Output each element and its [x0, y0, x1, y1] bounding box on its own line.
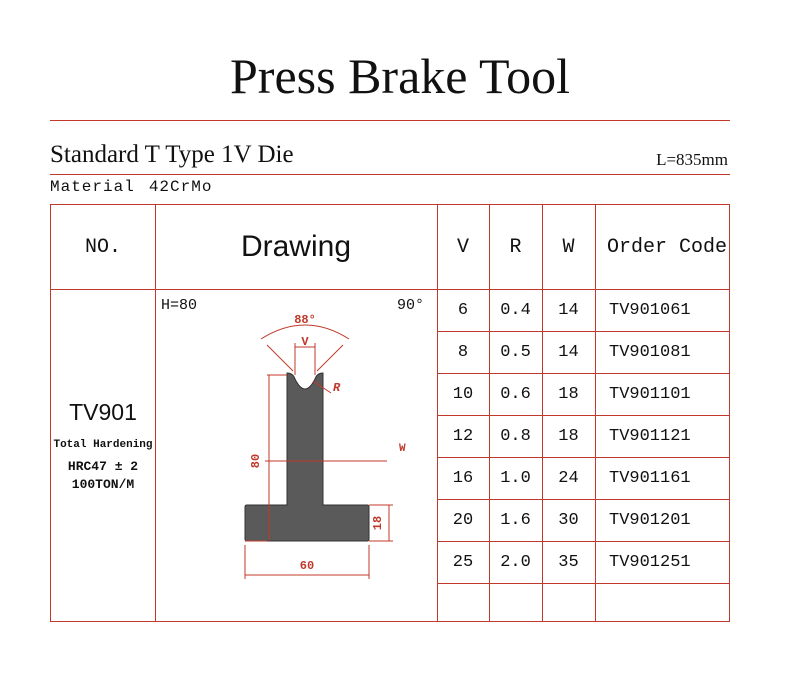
cell-w: 30 [558, 511, 579, 530]
cell-v: 8 [457, 343, 469, 362]
cell-r: 0.4 [500, 301, 531, 320]
col-divider [155, 205, 156, 621]
cell-r: 1.6 [500, 511, 531, 530]
col-divider [489, 205, 490, 621]
cell-code: TV901101 [609, 385, 691, 404]
col-divider [437, 205, 438, 621]
radius-text: R [333, 381, 341, 395]
hrc-label: HRC47 ± 2 [67, 459, 139, 474]
wd-dim-text: 60 [300, 559, 314, 573]
cell-r: 1.0 [500, 469, 531, 488]
col-divider [542, 205, 543, 621]
row-divider [437, 457, 729, 458]
angle-leg-right [316, 344, 344, 372]
header-v: V [456, 235, 469, 259]
cell-v [437, 584, 489, 625]
cell-code: TV901251 [609, 553, 691, 572]
angle-label: 90° [397, 297, 425, 314]
hardening-label: Total Hardening [53, 439, 153, 451]
cell-v: 16 [452, 469, 474, 488]
material-label: Material [50, 178, 135, 196]
cell-w: 18 [558, 385, 579, 404]
cell-v: 10 [452, 385, 474, 404]
cell-r [489, 584, 542, 625]
product-subtitle: Standard T Type 1V Die [50, 141, 294, 168]
page-title: Press Brake Tool [230, 48, 570, 104]
tonnage-label: 100TON/M [71, 477, 135, 492]
header-divider [51, 289, 729, 290]
w-dim-text: W [399, 443, 406, 455]
cell-v: 20 [452, 511, 474, 530]
header-no: NO. [84, 235, 121, 259]
col-divider [595, 205, 596, 621]
model-name: TV901 [69, 399, 137, 425]
cell-w: 24 [558, 469, 579, 488]
row-divider [437, 583, 729, 584]
angle-leg-left [266, 344, 294, 372]
cell-code: TV901121 [609, 427, 691, 446]
header-drawing: Drawing [240, 230, 352, 263]
row-divider [437, 415, 729, 416]
cell-code [595, 584, 731, 625]
cell-v: 25 [452, 553, 474, 572]
header-w: W [562, 235, 575, 259]
cell-w: 18 [558, 427, 579, 446]
subtitle-divider [50, 174, 730, 175]
h-dim-text: 80 [249, 454, 263, 468]
height-label: H=80 [161, 297, 198, 314]
spec-table: NO. Drawing V R W Order Code TV901 Total… [50, 204, 730, 622]
cell-code: TV901161 [609, 469, 691, 488]
die-drawing: 88° V R W 80 18 60 [244, 313, 406, 579]
cell-code: TV901061 [609, 301, 691, 320]
material-line: Material 42CrMo [50, 178, 212, 196]
cell-r: 0.5 [500, 343, 531, 362]
header-r: R [509, 235, 522, 259]
angle-arc [260, 324, 350, 340]
cell-code: TV901201 [609, 511, 691, 530]
radius-leader [312, 380, 332, 394]
title-divider [50, 120, 730, 121]
cell-r: 0.6 [500, 385, 531, 404]
row-divider [437, 331, 729, 332]
cell-w [542, 584, 595, 625]
cell-w: 14 [558, 343, 579, 362]
material-value: 42CrMo [148, 178, 213, 196]
length-label: L=835mm [656, 150, 728, 169]
header-order-code: Order Code [607, 235, 728, 259]
row-divider [437, 541, 729, 542]
v-dim-text: V [301, 335, 309, 349]
tip-angle-text: 88° [294, 313, 316, 327]
cell-r: 0.8 [500, 427, 531, 446]
row-divider [437, 499, 729, 500]
die-profile [244, 372, 370, 542]
b-dim-text: 18 [371, 516, 385, 530]
cell-v: 12 [452, 427, 474, 446]
cell-w: 14 [558, 301, 579, 320]
row-divider [437, 373, 729, 374]
cell-r: 2.0 [500, 553, 531, 572]
cell-code: TV901081 [609, 343, 691, 362]
cell-v: 6 [457, 301, 469, 320]
cell-w: 35 [558, 553, 579, 572]
